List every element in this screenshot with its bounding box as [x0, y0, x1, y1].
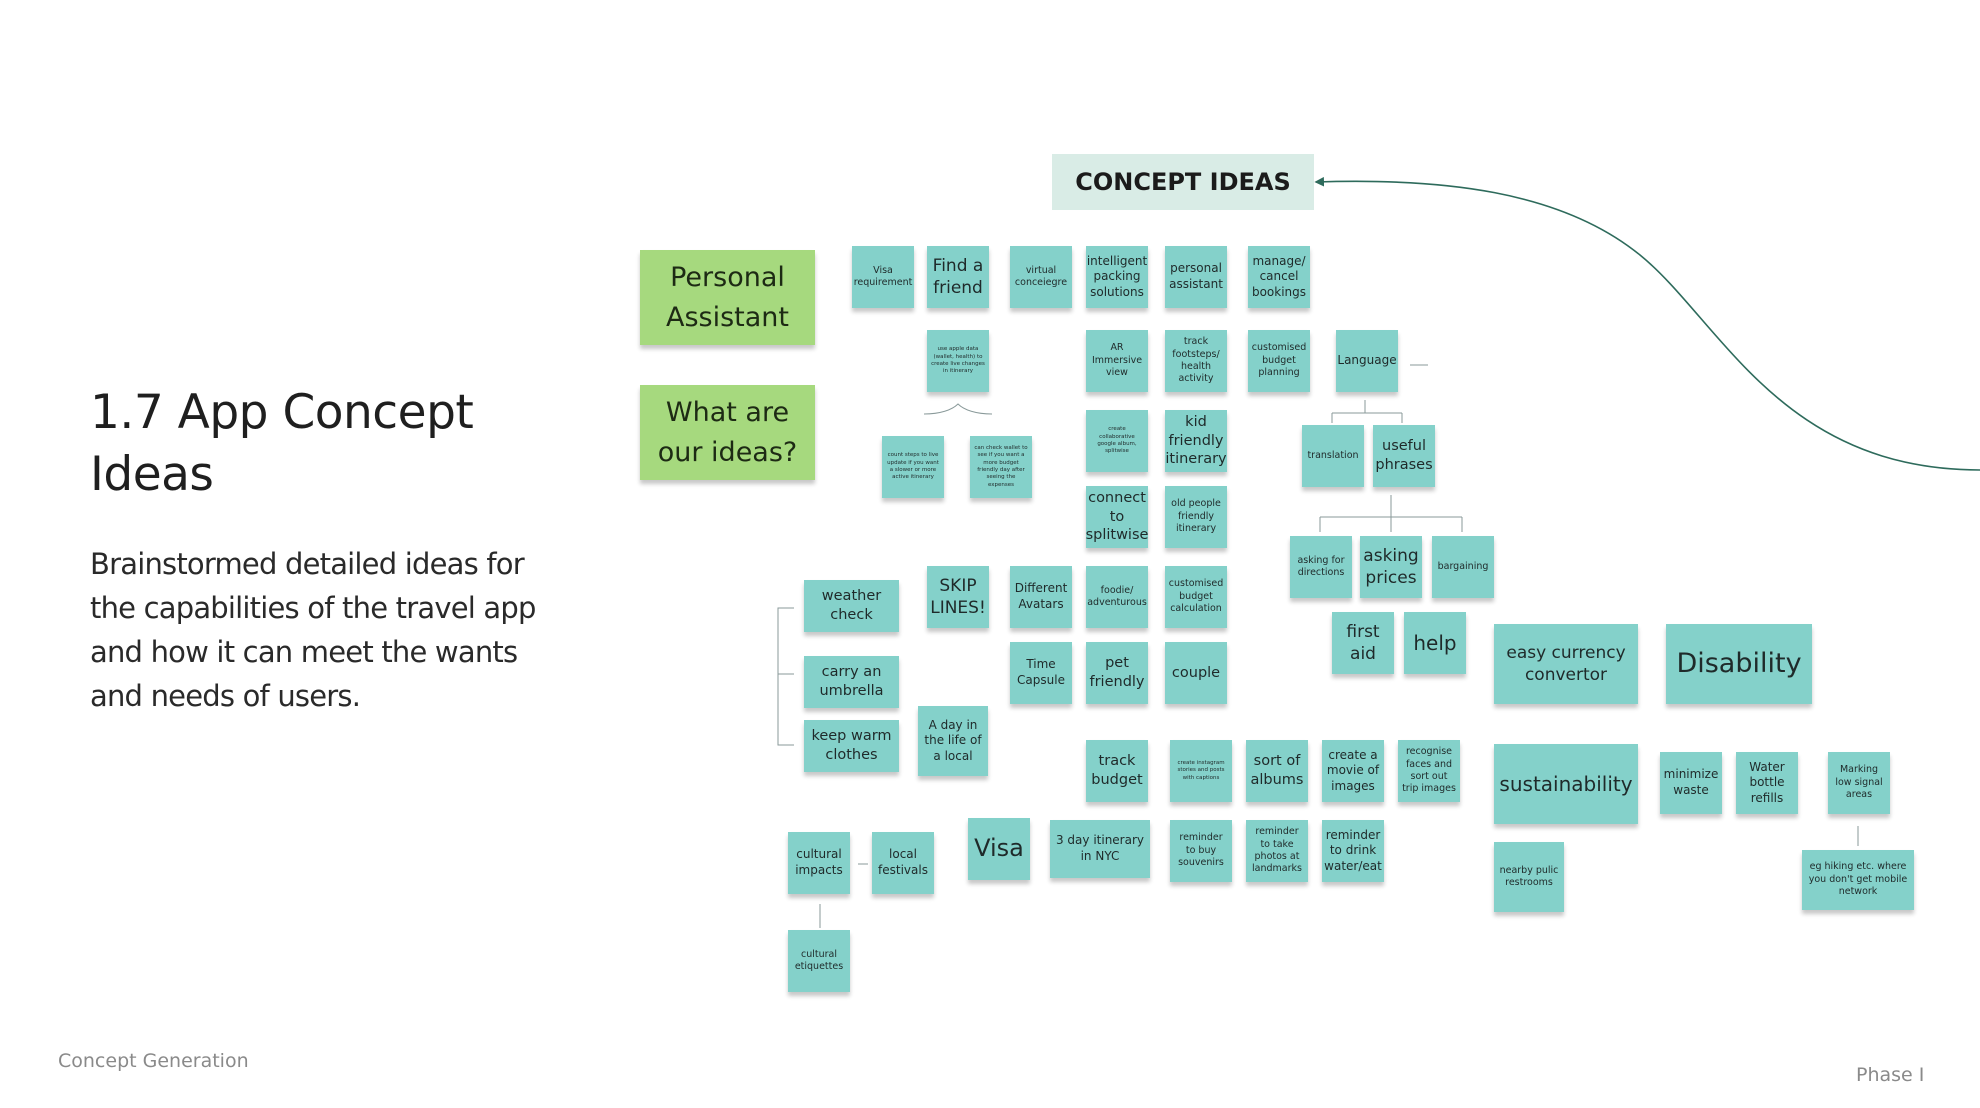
sticky-note: create a movie of images: [1322, 740, 1384, 802]
footer-phase-label: Phase I: [1856, 1064, 1925, 1086]
sticky-note: customised budget calculation: [1165, 566, 1227, 628]
language-tree: [1331, 400, 1403, 423]
sticky-note: old people friendly itinerary: [1165, 486, 1227, 548]
sticky-note: virtual conceiegre: [1010, 246, 1072, 308]
label-what-are-our-ideas: What are our ideas?: [640, 385, 815, 480]
sticky-note: reminder to buy souvenirs: [1170, 820, 1232, 882]
footer-section-label: Concept Generation: [58, 1050, 249, 1072]
sticky-note: intelligent packing solutions: [1086, 246, 1148, 308]
sticky-note: cultural impacts: [788, 832, 850, 894]
sticky-note: create collaborative google album, split…: [1086, 410, 1148, 472]
sticky-note: manage/ cancel bookings: [1248, 246, 1310, 308]
sticky-note: Visa requirement: [852, 246, 914, 308]
sticky-note: reminder to drink water/eat: [1322, 820, 1384, 882]
sticky-note: bargaining: [1432, 536, 1494, 598]
sticky-note: first aid: [1332, 612, 1394, 674]
sticky-note: Different Avatars: [1010, 566, 1072, 628]
sticky-note: Disability: [1666, 624, 1812, 704]
sticky-note: minimize waste: [1660, 752, 1722, 814]
sticky-note: AR Immersive view: [1086, 330, 1148, 392]
sticky-note: Time Capsule: [1010, 642, 1072, 704]
sticky-note: help: [1404, 612, 1466, 674]
sticky-note: can check wallet to see if you want a mo…: [970, 436, 1032, 498]
sticky-note: reminder to take photos at landmarks: [1246, 820, 1308, 882]
sticky-note: couple: [1165, 642, 1227, 704]
sticky-note: nearby pulic restrooms: [1494, 842, 1564, 912]
sticky-note: translation: [1302, 425, 1364, 487]
brace-connector: [923, 403, 993, 415]
sticky-note: Find a friend: [927, 246, 989, 308]
sticky-note: kid friendly itinerary: [1165, 410, 1227, 472]
sticky-note: sort of albums: [1246, 740, 1308, 802]
sticky-note: connect to splitwise: [1086, 486, 1148, 548]
sticky-note: Visa: [968, 818, 1030, 880]
sticky-note: weather check: [804, 580, 899, 632]
sticky-note: A day in the life of a local: [918, 706, 988, 776]
sticky-note: foodie/ adventurous: [1086, 566, 1148, 628]
sticky-note: keep warm clothes: [804, 720, 899, 772]
sticky-note: useful phrases: [1373, 425, 1435, 487]
label-personal-assistant: Personal Assistant: [640, 250, 815, 345]
sticky-note: personal assistant: [1165, 246, 1227, 308]
sticky-note: 3 day itinerary in NYC: [1050, 820, 1150, 878]
sticky-note: count steps to live update if you want a…: [882, 436, 944, 498]
sticky-note: recognise faces and sort out trip images: [1398, 740, 1460, 802]
sticky-note: local festivals: [872, 832, 934, 894]
sticky-note: asking for directions: [1290, 536, 1352, 598]
sticky-note: cultural etiquettes: [788, 930, 850, 992]
sticky-note: pet friendly: [1086, 642, 1148, 704]
sticky-note: track budget: [1086, 740, 1148, 802]
sticky-note: SKIP LINES!: [927, 566, 989, 628]
sticky-note: sustainability: [1494, 744, 1638, 824]
weather-bracket: [777, 607, 794, 746]
phrases-tree: [1319, 495, 1463, 532]
slide-description: Brainstormed detailed ideas for the capa…: [90, 547, 536, 713]
sticky-note: track footsteps/ health activity: [1165, 330, 1227, 392]
sticky-note: create instagram stories and posts with …: [1170, 740, 1232, 802]
sticky-note: Marking low signal areas: [1828, 752, 1890, 814]
sticky-note: customised budget planning: [1248, 330, 1310, 392]
sticky-note: asking prices: [1360, 536, 1422, 598]
sticky-note: easy currency convertor: [1494, 624, 1638, 704]
sticky-note: eg hiking etc. where you don't get mobil…: [1802, 850, 1914, 910]
curved-arrow: [1314, 176, 1980, 471]
concept-ideas-title: CONCEPT IDEAS: [1052, 154, 1314, 210]
sticky-note: carry an umbrella: [804, 656, 899, 708]
sticky-note: Language: [1336, 330, 1398, 392]
sticky-note: use apple data (wallet, health) to creat…: [927, 330, 989, 392]
slide-title: 1.7 App Concept Ideas: [90, 385, 474, 502]
sticky-note: Water bottle refills: [1736, 752, 1798, 814]
